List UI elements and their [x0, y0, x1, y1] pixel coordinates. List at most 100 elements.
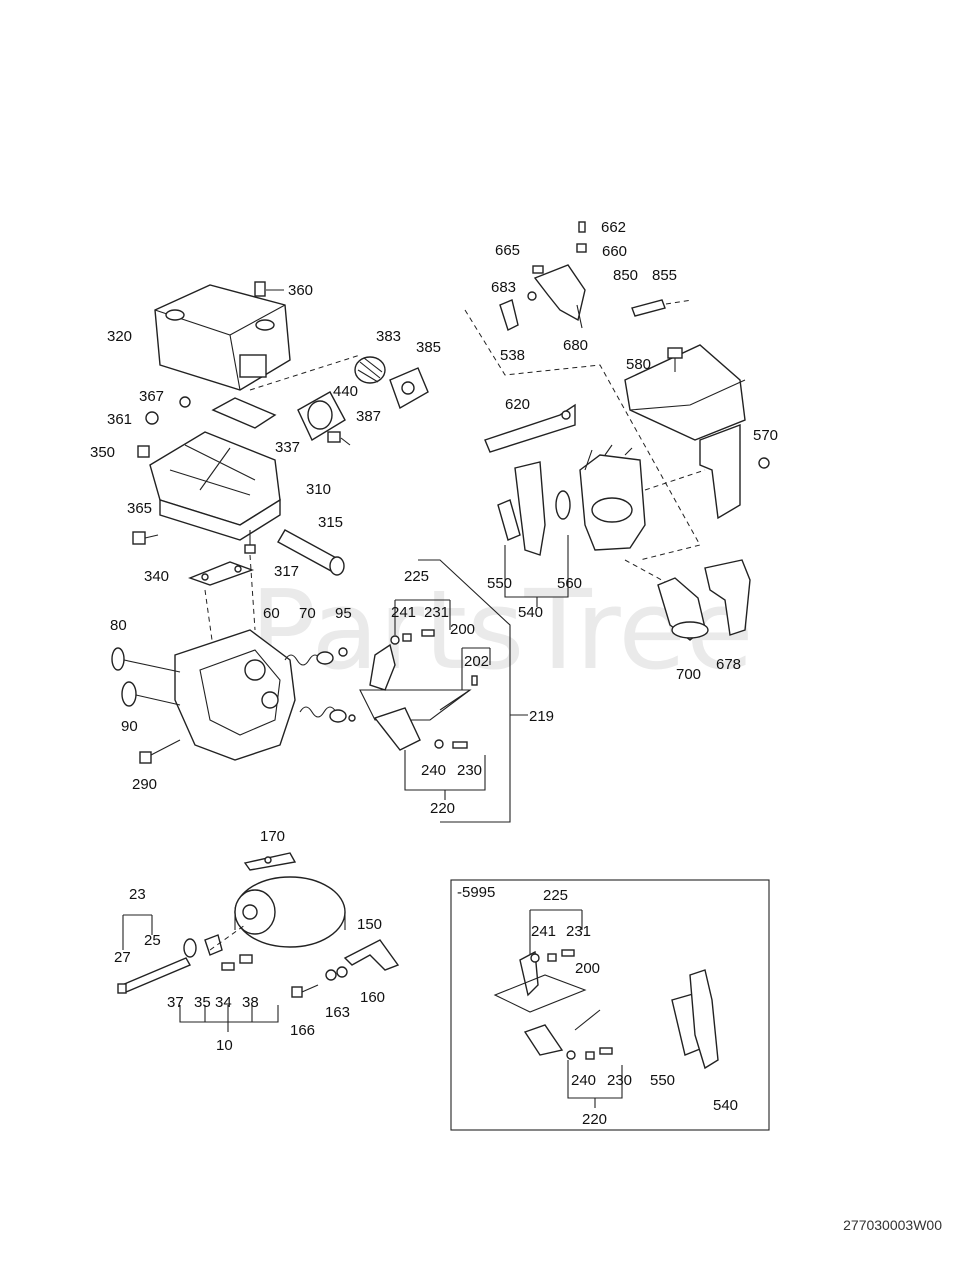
callout-855-label: 855	[652, 267, 677, 284]
retainer-70[interactable]	[316, 651, 347, 723]
callout-35-label: 35	[194, 994, 211, 1011]
inset-callout-200-label: 200	[575, 960, 600, 977]
callout-383-label: 383	[376, 328, 401, 345]
callout-37-label: 37	[167, 994, 184, 1011]
part-35[interactable]	[204, 934, 223, 956]
callout-683-label: 683	[491, 279, 516, 296]
carb-dash-outline	[464, 309, 701, 561]
lever-680[interactable]	[533, 264, 586, 329]
ring-37[interactable]	[183, 938, 197, 958]
valve-80[interactable]	[111, 647, 181, 673]
inset-shaft-200[interactable]	[574, 1009, 601, 1031]
screen-383[interactable]	[354, 356, 386, 384]
bracket-540	[504, 535, 569, 607]
muffler-cover-320[interactable]	[154, 284, 291, 391]
gasket-337[interactable]	[211, 397, 277, 429]
gasket-340[interactable]	[188, 561, 255, 586]
inset-callout-230-label: 230	[607, 1072, 632, 1089]
cover-160[interactable]	[343, 939, 400, 971]
callout-290-label: 290	[132, 776, 157, 793]
linkage-620[interactable]	[484, 403, 576, 453]
muffler-body-310[interactable]	[149, 431, 281, 541]
callout-80-label: 80	[110, 617, 127, 634]
nut-683[interactable]	[527, 291, 537, 301]
bolt-317[interactable]	[244, 530, 256, 554]
air-cleaner-cover[interactable]	[624, 344, 746, 520]
inset-callout-231-label: 231	[566, 923, 591, 940]
bolt-360[interactable]	[254, 281, 284, 297]
nut-570[interactable]	[758, 457, 770, 469]
inset-callout-240-label: 240	[571, 1072, 596, 1089]
part-34[interactable]	[221, 962, 235, 971]
document-id: 277030003W00	[843, 1217, 942, 1233]
governor-arm-225[interactable]	[369, 629, 435, 691]
nut-660[interactable]	[576, 243, 587, 253]
screw-665[interactable]	[532, 265, 544, 274]
governor-arm-220[interactable]	[373, 707, 468, 751]
callout-665-label: 665	[495, 242, 520, 259]
inset-insulator-540[interactable]	[689, 969, 719, 1070]
callout-550-label: 550	[487, 575, 512, 592]
nut-163[interactable]	[325, 966, 348, 981]
part-38[interactable]	[239, 954, 253, 964]
insulator-540[interactable]	[514, 461, 546, 556]
elbow-700[interactable]	[657, 577, 709, 641]
nut-361[interactable]	[145, 411, 159, 425]
bracket-225	[394, 599, 451, 635]
callout-365-label: 365	[127, 500, 152, 517]
gasket-538[interactable]	[499, 299, 519, 331]
pin-850[interactable]	[631, 299, 693, 317]
callout-660-label: 660	[602, 243, 627, 260]
callout-27-label: 27	[114, 949, 131, 966]
screw-580[interactable]	[667, 347, 683, 372]
inset-callout-550-label: 550	[650, 1072, 675, 1089]
gasket-560[interactable]	[555, 490, 571, 520]
shaft-200[interactable]	[439, 689, 471, 711]
inset-callout-241-label: 241	[531, 923, 556, 940]
callout-350-label: 350	[90, 444, 115, 461]
bracket-678[interactable]	[704, 559, 751, 636]
spring-60[interactable]	[284, 654, 337, 718]
callout-700-label: 700	[676, 666, 701, 683]
deflector-440[interactable]	[297, 391, 346, 442]
spark-arrestor-385[interactable]	[389, 367, 429, 410]
crankshaft-25[interactable]	[121, 957, 191, 993]
callout-95-label: 95	[335, 605, 352, 622]
callout-225-label: 225	[404, 568, 429, 585]
callout-385-label: 385	[416, 339, 441, 356]
callout-90-label: 90	[121, 718, 138, 735]
callout-70-label: 70	[299, 605, 316, 622]
callout-560-label: 560	[557, 575, 582, 592]
pin-202[interactable]	[471, 675, 478, 686]
flywheel-150[interactable]	[234, 876, 346, 948]
pipe-315[interactable]	[277, 529, 345, 576]
keeper-95[interactable]	[338, 647, 356, 722]
callout-570-label: 570	[753, 427, 778, 444]
callout-240-label: 240	[421, 762, 446, 779]
bolt-350[interactable]	[137, 445, 150, 458]
gasket-550[interactable]	[497, 499, 521, 541]
inset-bracket-220	[567, 1060, 623, 1108]
callout-34-label: 34	[215, 994, 232, 1011]
carburetor[interactable]	[579, 444, 646, 551]
bolt-166[interactable]	[291, 984, 319, 998]
nut-367[interactable]	[179, 396, 191, 408]
bracket-170[interactable]	[243, 852, 297, 871]
bracket-200	[461, 647, 491, 690]
callout-540-label: 540	[518, 604, 543, 621]
bolt-365[interactable]	[132, 531, 159, 545]
callout-320-label: 320	[107, 328, 132, 345]
bracket-10	[179, 1005, 279, 1032]
key-27[interactable]	[117, 983, 127, 994]
screw-387[interactable]	[327, 431, 351, 446]
callout-23-label: 23	[129, 886, 146, 903]
callout-680-label: 680	[563, 337, 588, 354]
bolt-290[interactable]	[139, 739, 181, 764]
inset-governor-arm-225[interactable]	[519, 949, 575, 997]
valve-90[interactable]	[121, 681, 181, 707]
screw-662[interactable]	[578, 221, 586, 233]
inset-governor-arm-220[interactable]	[523, 1024, 613, 1060]
crankcase[interactable]	[174, 629, 296, 761]
callout-170-label: 170	[260, 828, 285, 845]
callout-317-label: 317	[274, 563, 299, 580]
